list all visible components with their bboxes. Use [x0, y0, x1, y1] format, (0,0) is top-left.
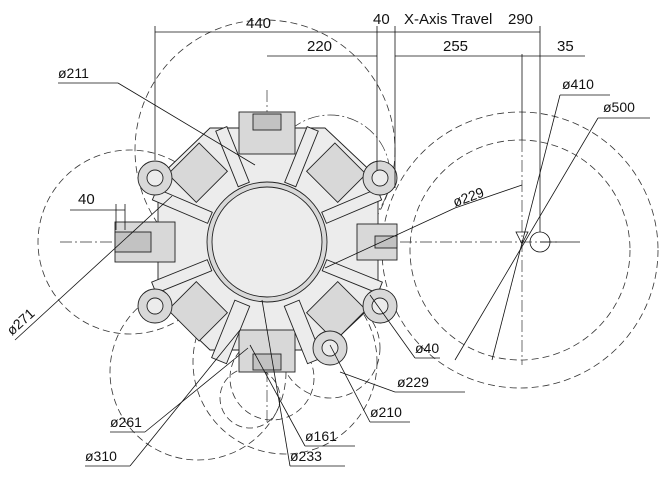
callout-310: ø310: [85, 448, 117, 464]
tool-block-top: [238, 111, 296, 155]
swing-circle-bottom-tiny: [219, 367, 281, 429]
tool-holder-left: [114, 231, 152, 253]
tool-bar-7: [321, 259, 383, 294]
tool-block-sw: [167, 280, 229, 342]
dim-x-axis-travel: X-Axis Travel: [404, 11, 492, 28]
callout-229-lower: ø229: [397, 374, 429, 390]
tool-holder-right: [374, 235, 398, 249]
callout-500: ø500: [603, 99, 635, 115]
tool-block-nw: [167, 142, 229, 204]
callout-229-upper: ø229: [451, 184, 487, 210]
tool-bar-6: [211, 299, 251, 365]
turret-hub-face: [211, 186, 323, 298]
turret-body: [114, 111, 398, 373]
callout-161: ø161: [305, 428, 337, 444]
tool-bar-8: [151, 259, 213, 294]
callout-210: ø210: [370, 404, 402, 420]
callout-233: ø233: [290, 448, 322, 464]
dim-220: 220: [307, 38, 332, 55]
swing-circle-bottom-small: [229, 335, 315, 421]
tool-block-bottom: [238, 329, 296, 373]
dim-40-top: 40: [373, 11, 390, 28]
callout-211: ø211: [58, 65, 89, 81]
tool-end-marker: [515, 231, 529, 245]
callout-261: ø261: [110, 414, 142, 430]
callout-271: ø271: [3, 305, 38, 338]
tool-block-ne: [305, 142, 367, 204]
left-dimension: [70, 204, 126, 230]
callout-leaders: [14, 82, 650, 467]
dim-40-left: 40: [78, 191, 95, 208]
bosses: [137, 160, 398, 366]
top-dimensions: [154, 26, 585, 232]
dim-35: 35: [557, 38, 574, 55]
callout-410: ø410: [562, 76, 594, 92]
dim-255: 255: [443, 38, 468, 55]
tool-bar-1: [284, 126, 319, 188]
callout-40: ø40: [415, 340, 439, 356]
swing-circle-right-inner: [409, 139, 631, 361]
dim-440: 440: [246, 15, 271, 32]
tool-holder-top: [252, 113, 282, 131]
dim-290: 290: [508, 11, 533, 28]
tool-block-se: [305, 280, 367, 342]
tool-holder-bottom: [252, 353, 282, 371]
